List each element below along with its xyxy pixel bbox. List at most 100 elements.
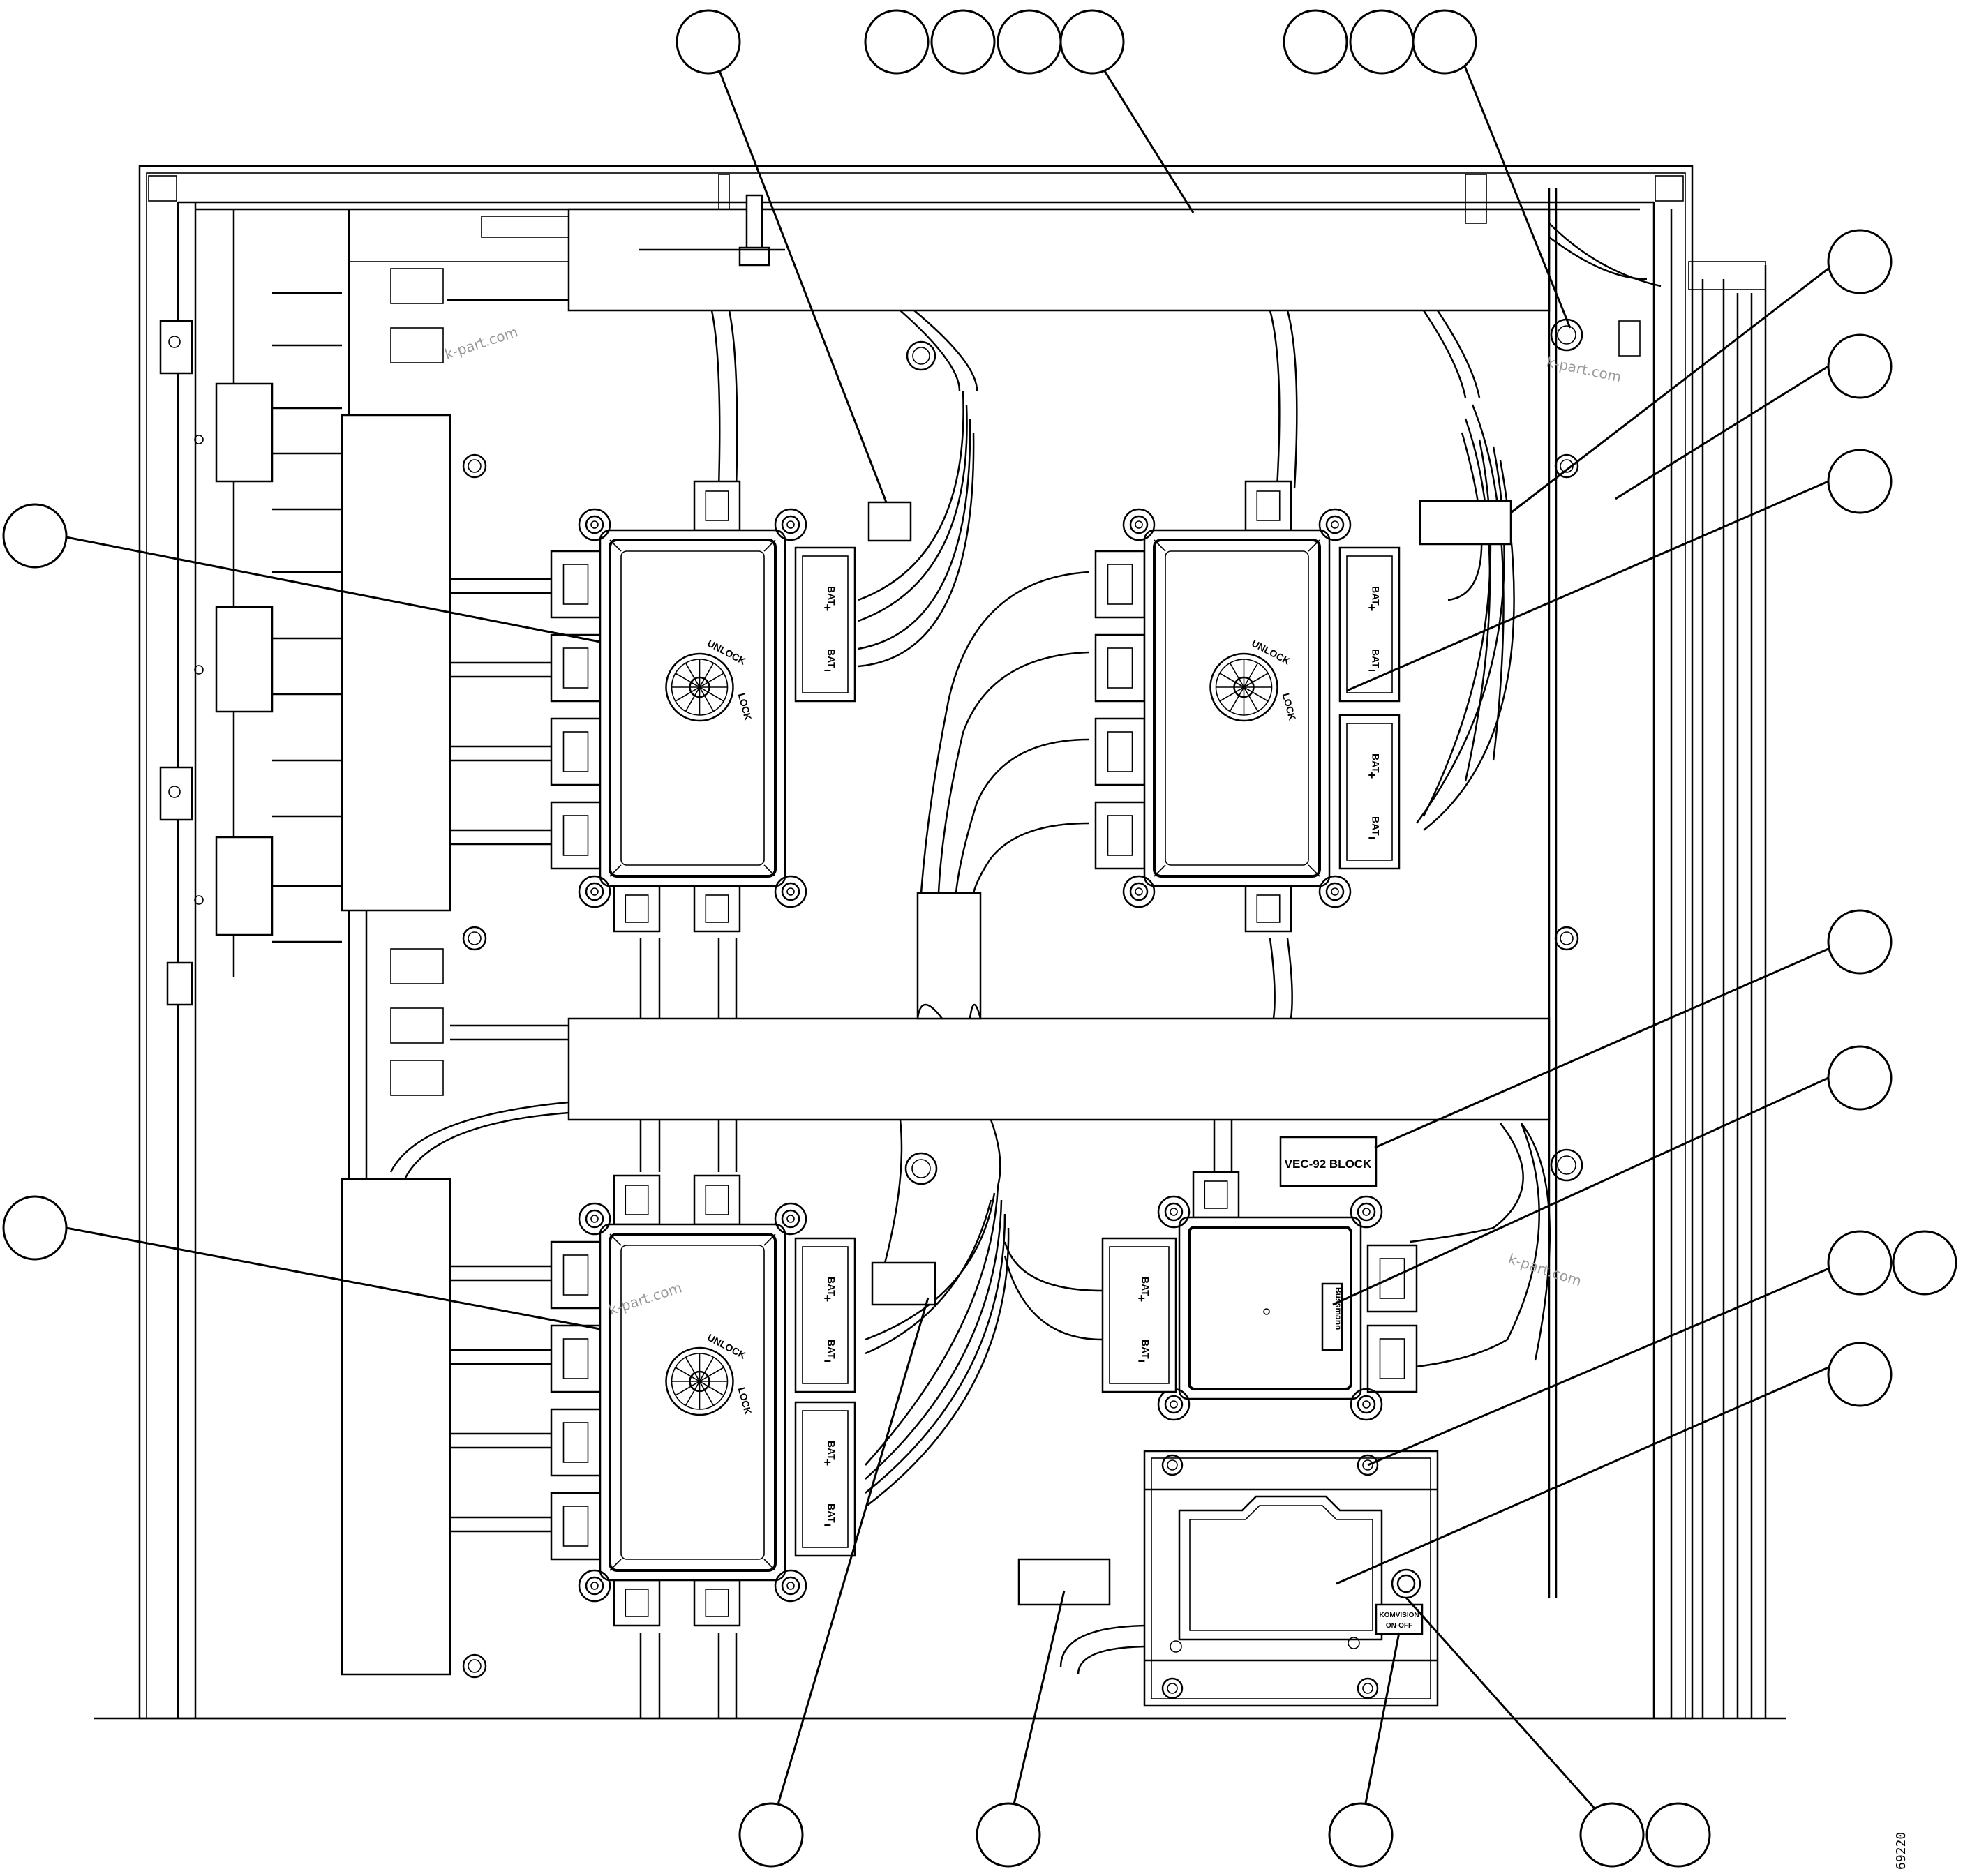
- vec-block-text: VEC-92 BLOCK: [1285, 1157, 1372, 1171]
- box-mount-bolt: [1129, 515, 1149, 534]
- callout-balloon[interactable]: [1283, 9, 1348, 75]
- lock-dial[interactable]: [665, 1346, 734, 1416]
- bat-minus-symbol: −: [1368, 831, 1376, 845]
- harness-connector: [1366, 1324, 1418, 1393]
- box-mount-lug: [578, 1202, 611, 1236]
- box-mount-bolt: [781, 515, 800, 534]
- callout-balloon[interactable]: [676, 9, 741, 75]
- connector-latch: [1107, 564, 1133, 605]
- callout-balloon[interactable]: [1349, 9, 1415, 75]
- callout-balloon[interactable]: [738, 1802, 804, 1868]
- connector-latch: [1256, 490, 1281, 521]
- connector-latch: [562, 1422, 589, 1463]
- bussmann-block-lid: [1188, 1226, 1352, 1390]
- callout-balloon[interactable]: [1892, 1230, 1957, 1296]
- bat-minus-symbol: −: [824, 1354, 832, 1368]
- bat-label: BAT: [826, 1503, 837, 1523]
- connector-latch: [1107, 815, 1133, 856]
- fuse-box-lid: [609, 1233, 777, 1572]
- callout-balloon[interactable]: [976, 1802, 1041, 1868]
- callout-balloon[interactable]: [1328, 1802, 1394, 1868]
- harness-connector: [693, 885, 741, 933]
- box-mount-bolt: [585, 515, 604, 534]
- harness-connector: [550, 1408, 602, 1477]
- box-mount-bolt: [585, 1576, 604, 1596]
- box-mount-bolt-center: [786, 520, 795, 529]
- battery-terminal-block: [794, 1401, 856, 1557]
- callout-balloon[interactable]: [1827, 449, 1893, 514]
- callout-balloon[interactable]: [930, 9, 996, 75]
- lock-dial[interactable]: [1209, 652, 1278, 722]
- callout-balloon[interactable]: [1827, 229, 1893, 294]
- box-mount-lug: [1350, 1388, 1383, 1421]
- fuse-box-lid-inner: [1165, 550, 1309, 866]
- connector-latch: [1204, 1180, 1228, 1209]
- callout-balloon[interactable]: [1579, 1802, 1645, 1868]
- callout-balloon[interactable]: [1827, 909, 1893, 975]
- fuse-box-lid: [609, 539, 777, 878]
- bat-label: BAT: [826, 1340, 837, 1359]
- lock-dial-spoke: [675, 1367, 724, 1396]
- harness-connector: [550, 1240, 602, 1310]
- panel-frame: [94, 165, 1786, 1720]
- leader-lines: [66, 41, 1843, 1829]
- box-mount-bolt: [585, 882, 604, 901]
- callout-balloon[interactable]: [1827, 1342, 1893, 1407]
- box-mount-lug: [774, 1569, 807, 1603]
- battery-terminal-cover: [1346, 555, 1393, 693]
- komvision-label-line1: KOMVISION: [1379, 1612, 1419, 1619]
- battery-terminal-block: [794, 546, 856, 703]
- bat-label: BAT: [1140, 1340, 1151, 1359]
- bat-label: BAT: [1371, 816, 1382, 836]
- connector-latch: [1379, 1258, 1405, 1299]
- fuse-box-lid-inner: [620, 1245, 765, 1560]
- callout-balloon[interactable]: [1645, 1802, 1711, 1868]
- bat-label: BAT: [1371, 649, 1382, 668]
- callout-balloon[interactable]: [2, 1195, 68, 1261]
- callout-balloon[interactable]: [1412, 9, 1477, 75]
- box-mount-bolt-center: [1331, 520, 1339, 529]
- harness-connector: [1094, 633, 1146, 703]
- bat-label: BAT: [1371, 753, 1382, 773]
- callout-balloon[interactable]: [1059, 9, 1125, 75]
- middle-bus-duct: [389, 1017, 1551, 1180]
- callout-balloon[interactable]: [1827, 1045, 1893, 1111]
- callout-balloon[interactable]: [997, 9, 1062, 75]
- connector-latch: [1256, 894, 1281, 923]
- connector-latch: [562, 647, 589, 689]
- bat-plus-symbol: +: [1138, 1291, 1146, 1305]
- battery-terminal-block: [1101, 1237, 1177, 1393]
- box-mount-bolt: [1357, 1202, 1376, 1222]
- fuse-box-body: [599, 529, 786, 887]
- battery-terminal-block: [794, 1237, 856, 1393]
- bat-label: BAT: [826, 649, 837, 668]
- callout-balloon[interactable]: [864, 9, 930, 75]
- harness-connector: [613, 1174, 661, 1226]
- harness-connector: [613, 885, 661, 933]
- box-mount-bolt: [1129, 882, 1149, 901]
- callout-balloon[interactable]: [1827, 333, 1893, 399]
- connector-latch: [562, 1506, 589, 1547]
- fuse-box-lid: [1153, 539, 1321, 878]
- callout-balloon[interactable]: [2, 503, 68, 569]
- harness-connector: [1094, 550, 1146, 619]
- connector-latch: [705, 1185, 729, 1215]
- harness-connector: [693, 1579, 741, 1627]
- box-mount-lug: [1122, 508, 1156, 541]
- box-mount-lug: [1318, 508, 1352, 541]
- connector-latch: [562, 1254, 589, 1296]
- connector-latch: [1107, 731, 1133, 772]
- bat-plus-symbol: +: [824, 601, 832, 615]
- lock-dial[interactable]: [665, 652, 734, 722]
- connector-latch: [1107, 647, 1133, 689]
- top-bus-duct: [348, 174, 1662, 357]
- komvision-label-line2: ON-OFF: [1386, 1622, 1412, 1630]
- box-mount-bolt: [585, 1209, 604, 1229]
- callout-balloon[interactable]: [1827, 1230, 1893, 1296]
- bat-label: BAT: [826, 1277, 837, 1296]
- box-mount-lug: [578, 875, 611, 908]
